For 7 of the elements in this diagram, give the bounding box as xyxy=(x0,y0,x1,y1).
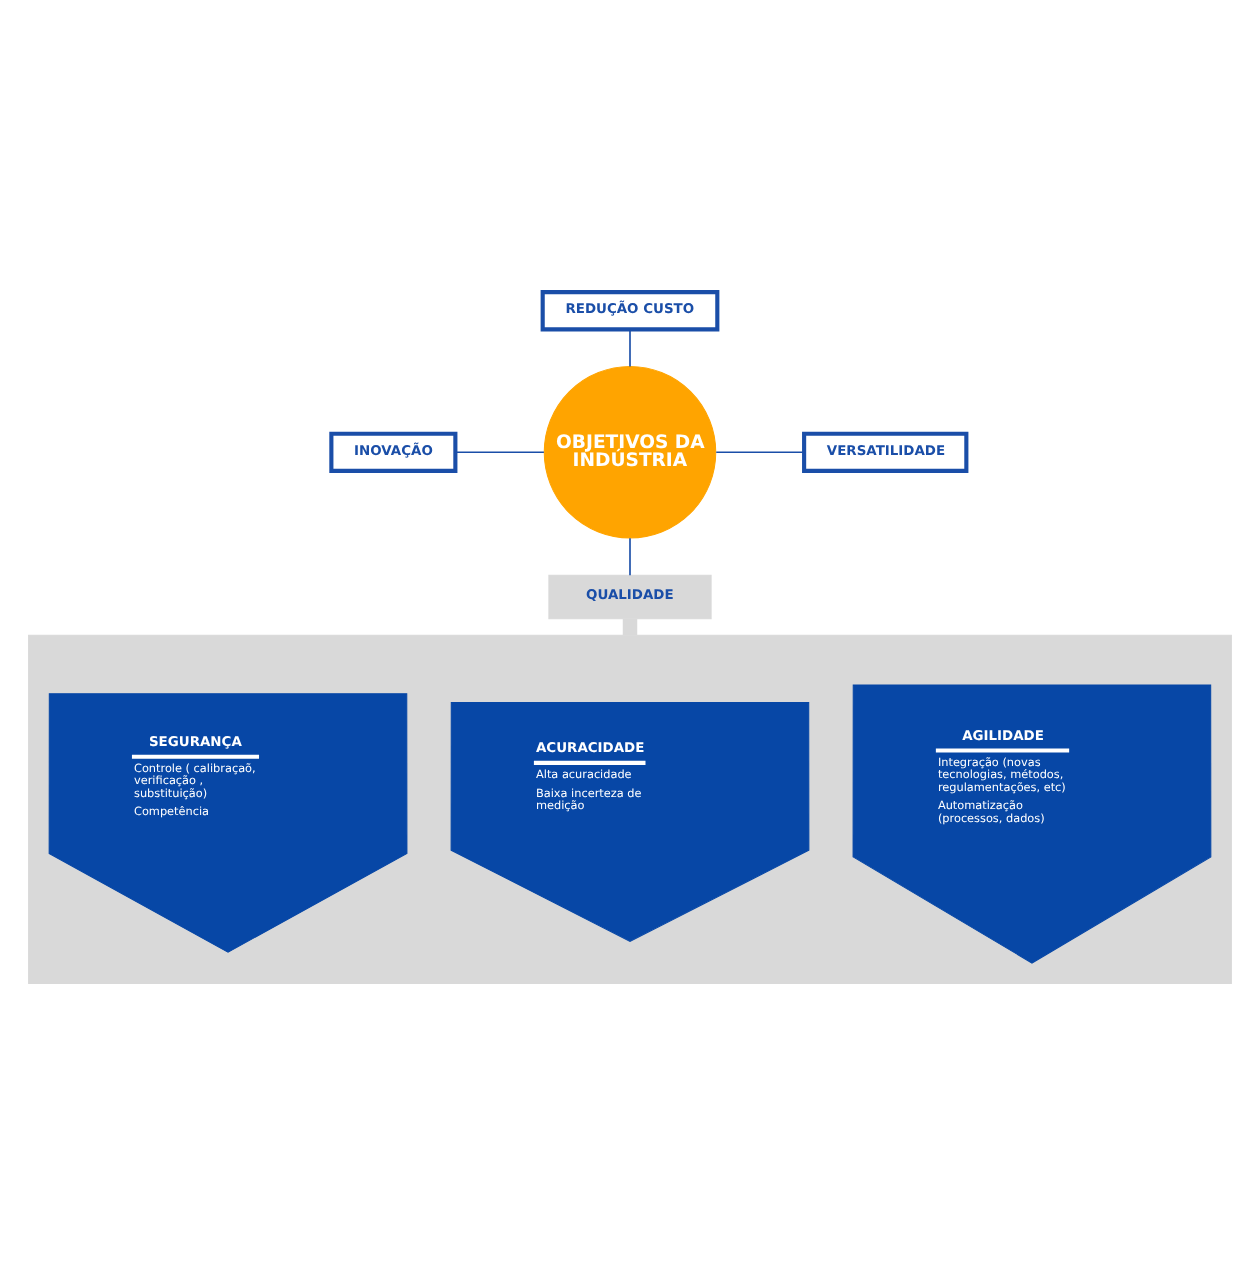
cluster xyxy=(28,633,1232,984)
node-circle: OBJETIVOS DA INDÚSTRIA xyxy=(543,365,717,538)
connector xyxy=(715,450,805,453)
connector xyxy=(629,327,631,367)
connector xyxy=(629,536,631,576)
connector xyxy=(622,617,638,635)
connector xyxy=(454,450,545,453)
